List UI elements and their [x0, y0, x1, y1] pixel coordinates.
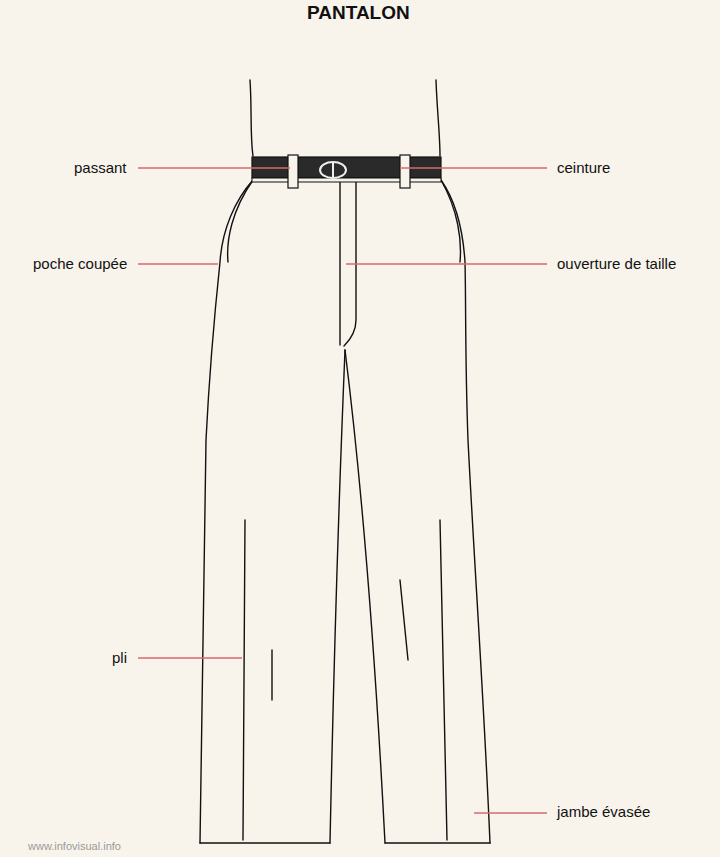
trousers-outline: [441, 180, 490, 843]
part-label: jambe évasée: [557, 803, 650, 821]
pocket-line: [228, 180, 253, 262]
torso-line: [250, 80, 253, 156]
fly-line: [339, 180, 340, 345]
leader-line: [138, 657, 242, 658]
leader-line: [474, 812, 547, 813]
crease-line: [271, 650, 272, 700]
trousers-outline: [200, 842, 330, 843]
part-label: ouverture de taille: [557, 255, 676, 273]
leader-line: [346, 263, 547, 264]
watermark: www.infovisual.info: [28, 837, 121, 855]
waistband: [252, 178, 441, 182]
crease-line: [243, 520, 245, 840]
pocket-line: [441, 180, 460, 262]
part-label: pli: [112, 649, 127, 667]
trousers-outline: [200, 180, 253, 843]
trousers-outline: [330, 350, 345, 843]
diagram-title: PANTALON: [307, 4, 410, 22]
part-label: ceinture: [557, 159, 610, 177]
crease-line: [400, 580, 408, 660]
leader-line: [138, 167, 290, 168]
belt-loop: [288, 155, 298, 188]
part-label: passant: [74, 159, 127, 177]
torso-line: [436, 80, 440, 156]
belt-buckle: [320, 162, 346, 178]
leader-line: [138, 263, 218, 264]
part-label: poche coupée: [33, 255, 127, 273]
fly-line: [344, 180, 356, 346]
trousers-outline: [345, 350, 385, 843]
crease-line: [440, 520, 447, 840]
belt-loop: [400, 155, 410, 188]
leader-line: [400, 167, 547, 168]
trousers-outline: [385, 842, 490, 843]
belt-buckle: [332, 163, 334, 177]
